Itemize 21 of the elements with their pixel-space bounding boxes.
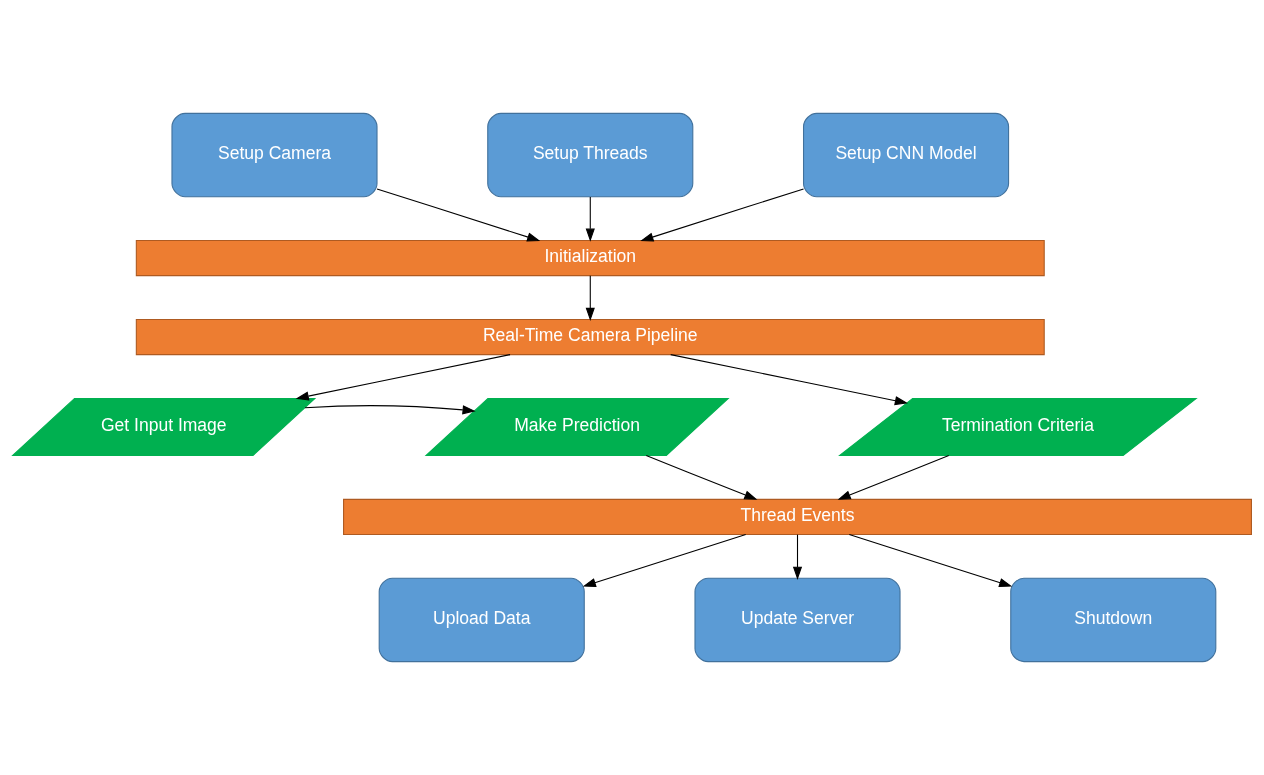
arrow (645, 455, 758, 500)
arrow (585, 196, 595, 242)
node-box: Upload Data (378, 577, 585, 663)
node-box: Shutdown (1010, 577, 1217, 663)
node-box: Update Server (694, 577, 901, 663)
node-box: Initialization (135, 240, 1045, 277)
arrow (837, 455, 950, 500)
arrow (582, 533, 747, 587)
arrow (304, 405, 476, 415)
node-box: Setup CNN Model (803, 112, 1010, 198)
node-box: Setup Threads (487, 112, 694, 198)
node-box: Setup Camera (171, 112, 378, 198)
arrow (670, 354, 908, 406)
arrow (376, 188, 541, 242)
node-box: Real-Time Camera Pipeline (135, 318, 1045, 356)
arrow (792, 534, 803, 580)
node-box: Thread Events (343, 498, 1252, 535)
arrow (848, 533, 1013, 587)
arrow (295, 354, 511, 401)
arrow (585, 275, 595, 321)
arrow (640, 188, 805, 242)
